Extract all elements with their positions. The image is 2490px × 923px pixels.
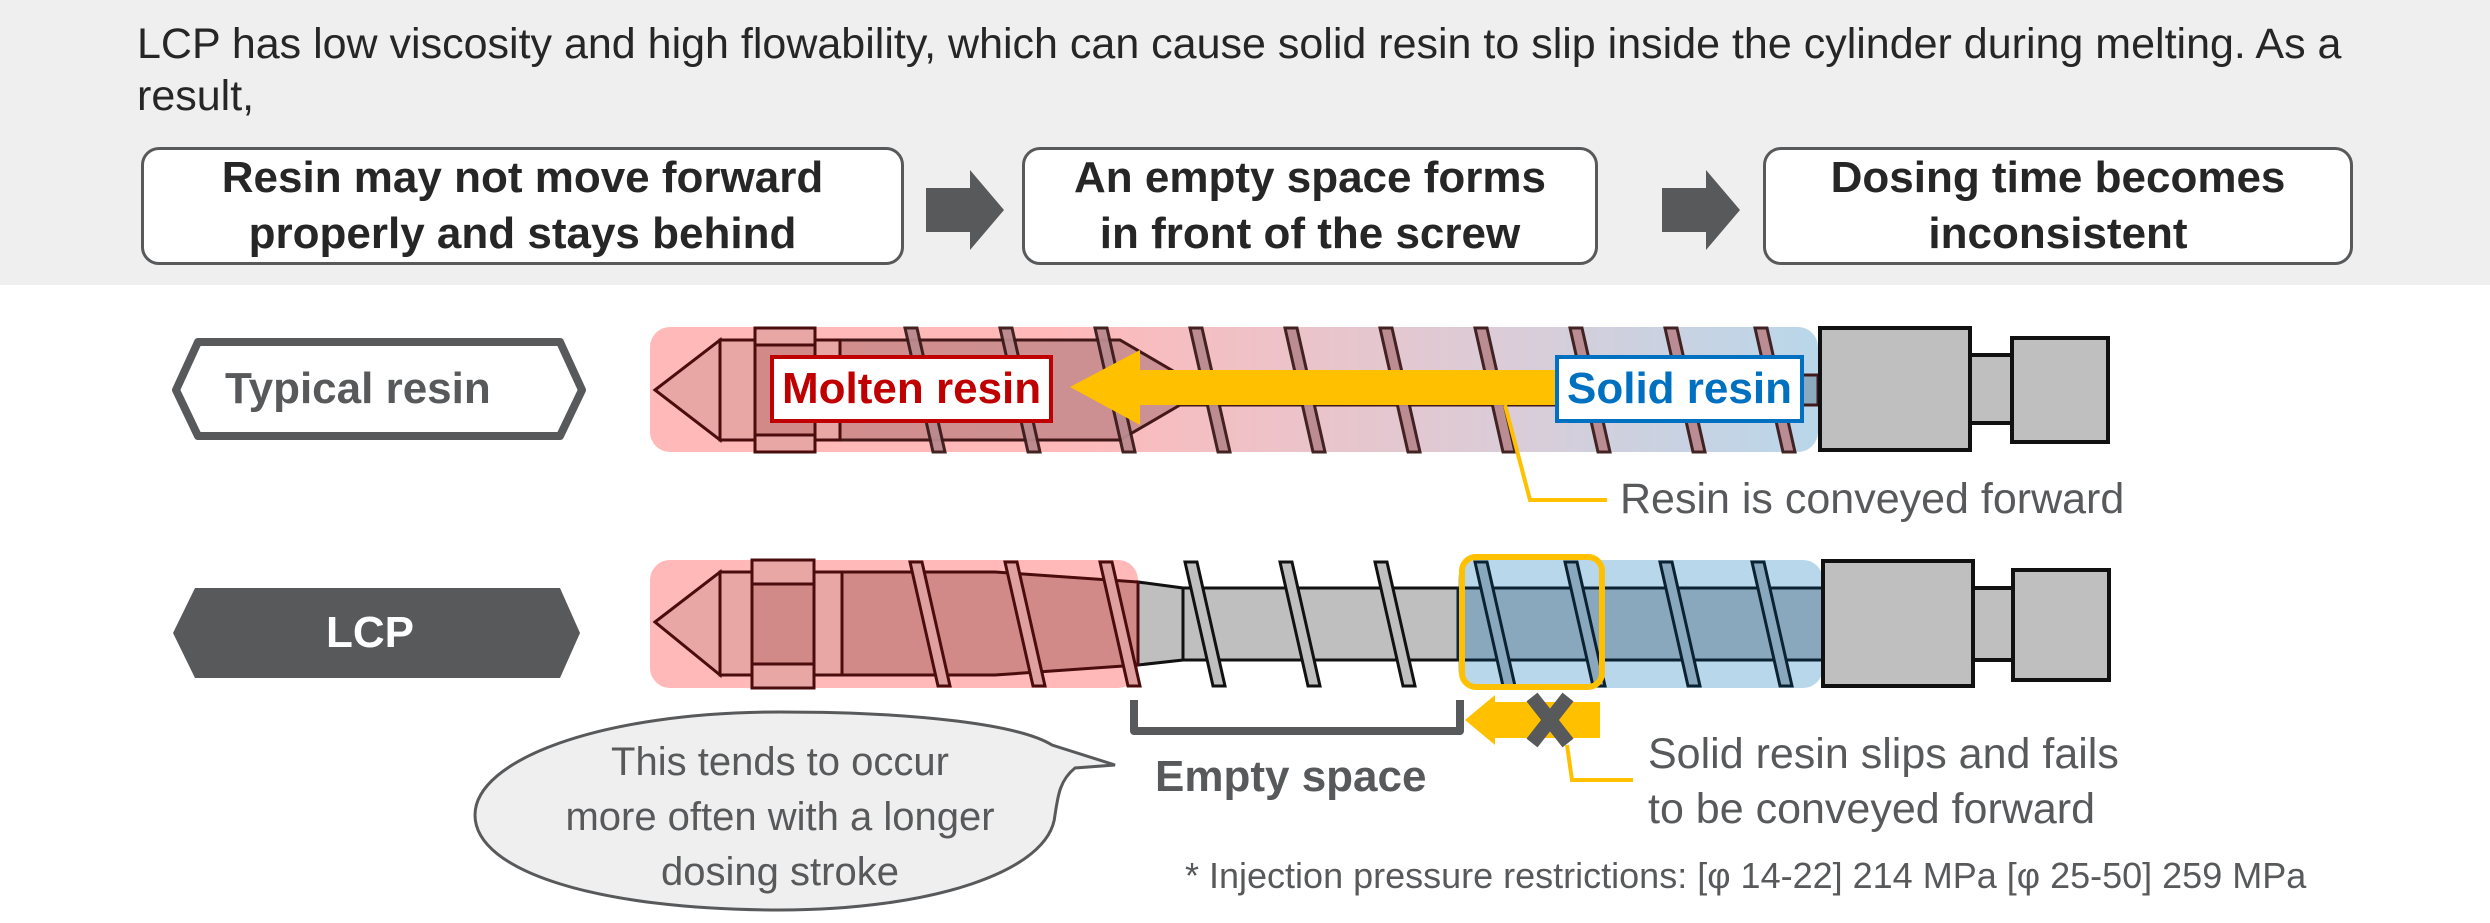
slip-callout: Solid resin slips and fails to be convey… (1648, 727, 2119, 837)
slip-callout-line1: Solid resin slips and fails (1648, 730, 2119, 778)
speech-bubble-text: This tends to occur more often with a lo… (520, 735, 1040, 900)
flow-step-3: Dosing time becomes inconsistent (1763, 147, 2353, 265)
solid-resin-label: Solid resin (1555, 355, 1804, 423)
flow-step-3-line2: inconsistent (1928, 209, 2188, 258)
flow-step-1-line2: properly and stays behind (248, 209, 797, 258)
footnote: * Injection pressure restrictions: [φ 14… (1185, 855, 2307, 896)
right-arrow-icon (926, 170, 1004, 250)
x-mark-icon (1526, 692, 1574, 748)
empty-space-bracket (1130, 700, 1464, 735)
flow-step-2: An empty space forms in front of the scre… (1022, 147, 1598, 265)
bubble-line2: more often with a longer (565, 795, 995, 839)
typical-resin-label-badge (172, 338, 586, 440)
flow-step-1-line1: Resin may not move forward (221, 153, 824, 202)
lcp-screw (650, 558, 2111, 690)
empty-space-label: Empty space (1155, 752, 1427, 801)
slip-callout-leader (1565, 744, 1633, 782)
flow-step-2-line1: An empty space forms (1074, 153, 1546, 202)
intro-text: LCP has low viscosity and high flowabili… (137, 20, 2342, 120)
right-arrow-icon (1662, 170, 1740, 250)
lcp-label-badge (173, 588, 580, 678)
flow-step-2-line2: in front of the screw (1099, 209, 1521, 258)
typical-resin-label: Typical resin (225, 364, 491, 413)
flow-step-3-line1: Dosing time becomes (1830, 153, 2286, 202)
speech-bubble (473, 710, 1116, 912)
conveyed-forward-callout: Resin is conveyed forward (1620, 475, 2125, 523)
callout-leader-line (1503, 404, 1607, 502)
flow-step-1: Resin may not move forward properly and s… (141, 147, 904, 265)
molten-resin-label: Molten resin (770, 355, 1054, 423)
slip-highlight-box (1459, 554, 1605, 690)
bubble-line3: dosing stroke (661, 850, 899, 894)
lcp-label: LCP (326, 608, 414, 657)
slip-callout-line2: to be conveyed forward (1648, 785, 2095, 833)
conveying-arrow-icon (1070, 350, 1555, 425)
bubble-line1: This tends to occur (611, 740, 949, 784)
